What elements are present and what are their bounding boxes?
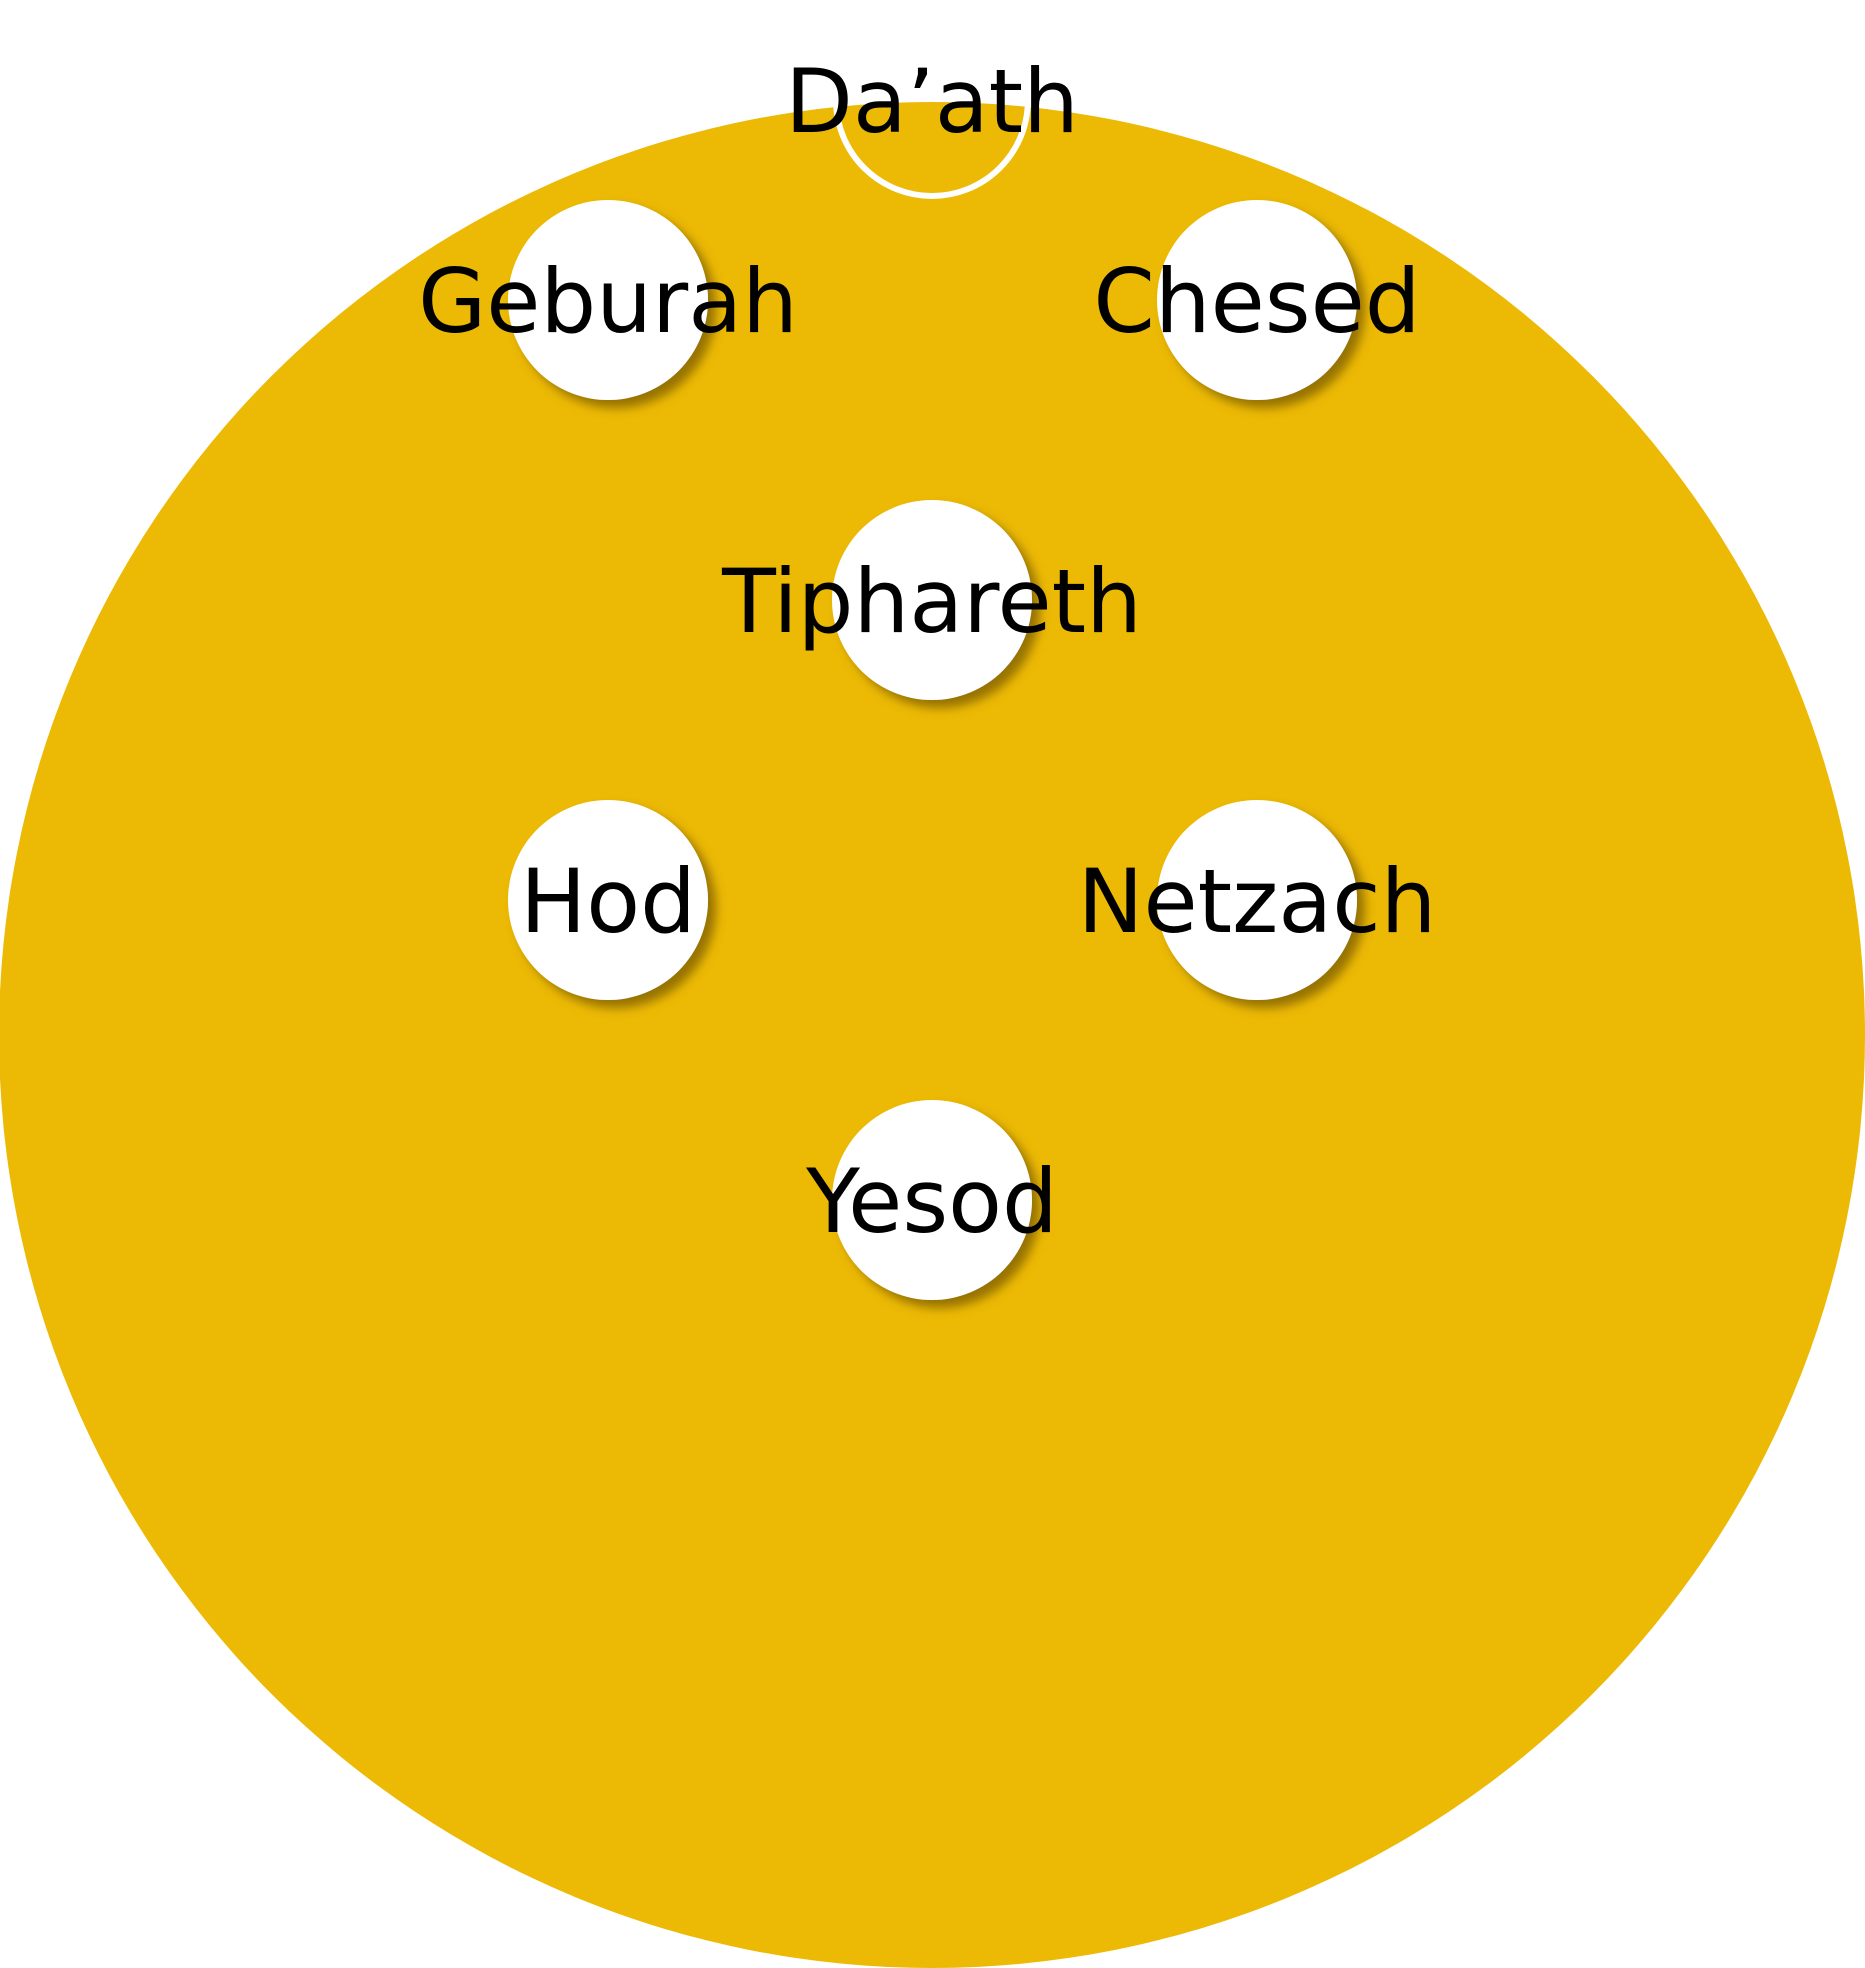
node-tiphareth: Tiphareth (721, 500, 1142, 700)
node-geburah: Geburah (418, 200, 798, 400)
node-circle-daath (833, 1, 1031, 199)
node-chesed: Chesed (1093, 200, 1421, 400)
node-yesod: Yesod (805, 1100, 1058, 1300)
node-circle-chesed (1157, 200, 1357, 400)
node-label-netzach: Netzach (1078, 850, 1437, 953)
node-daath: Da’ath (785, 1, 1079, 199)
background-disc (0, 102, 1865, 1968)
node-label-tiphareth: Tiphareth (721, 550, 1142, 653)
node-circle-hod (508, 800, 708, 1000)
node-netzach: Netzach (1078, 800, 1437, 1000)
node-label-hod: Hod (520, 850, 696, 953)
node-label-chesed: Chesed (1093, 250, 1420, 353)
node-circle-yesod (832, 1100, 1032, 1300)
node-circle-geburah (508, 200, 708, 400)
node-hod: Hod (508, 800, 708, 1000)
node-circle-netzach (1157, 800, 1357, 1000)
node-label-geburah: Geburah (418, 250, 798, 353)
node-label-yesod: Yesod (805, 1150, 1058, 1253)
node-circle-tiphareth (832, 500, 1032, 700)
node-label-daath: Da’ath (785, 50, 1079, 153)
